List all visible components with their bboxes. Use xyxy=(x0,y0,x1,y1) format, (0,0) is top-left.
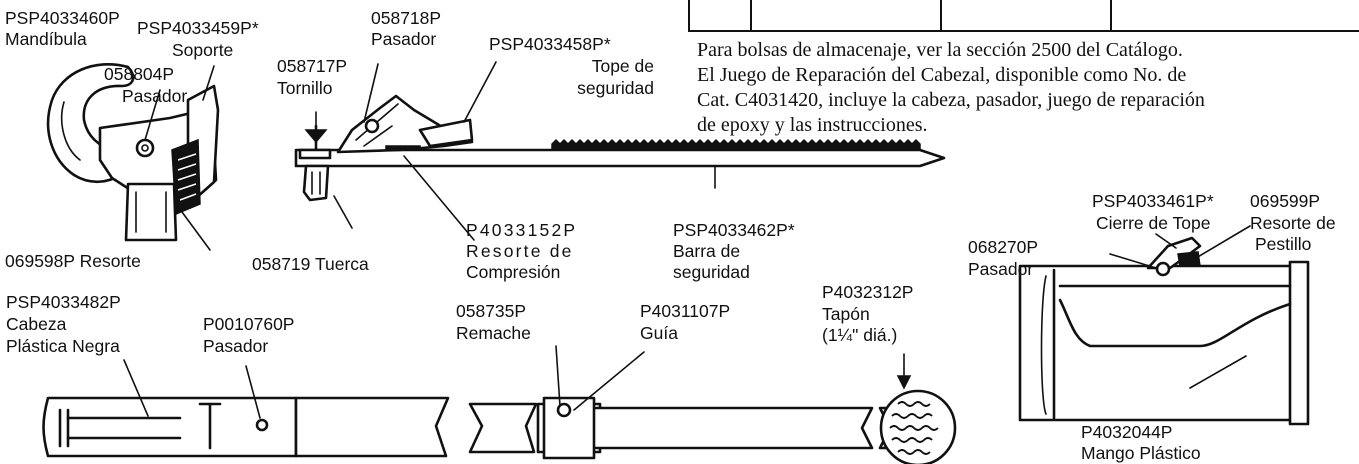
nut xyxy=(302,164,330,202)
label-tope-name-1: Tope de xyxy=(591,56,654,76)
label-barra-name-1: Barra de xyxy=(673,241,741,261)
bar-serrations xyxy=(551,138,921,151)
label-mandibula-number: PSP4033460P xyxy=(5,8,120,28)
parts-table-edge xyxy=(688,0,1359,32)
label-tope-name-2: seguridad xyxy=(577,78,654,98)
label-pasador-pole-name: Pasador xyxy=(203,336,269,356)
label-pasador-pole-number: P0010760P xyxy=(203,314,295,334)
label-mandibula-name: Mandíbula xyxy=(5,29,87,49)
label-mango-name: Mango Plástico xyxy=(1081,443,1201,463)
label-resorte-pestillo-name-1: Resorte de xyxy=(1250,213,1336,233)
label-tapon-number: P4032312P xyxy=(822,282,914,302)
jaw-fork xyxy=(124,182,178,242)
label-pasador-jaw-name: Pasador xyxy=(122,86,188,106)
label-remache-name: Remache xyxy=(456,323,531,343)
label-pasador-latch-number: 068270P xyxy=(968,237,1039,257)
label-remache-number: 058735P xyxy=(456,301,527,321)
label-pasador-latch-name: Pasador xyxy=(968,259,1034,279)
label-barra-name-2: seguridad xyxy=(673,262,750,282)
label-resorte-compresion-number: P4033152P xyxy=(466,220,578,240)
label-resorte-pestillo-number: 069599P xyxy=(1250,191,1321,211)
label-cierre-number: PSP4033461P* xyxy=(1092,191,1214,211)
label-guia-name: Guía xyxy=(640,323,678,343)
jaw-spring xyxy=(171,138,201,216)
label-cabeza-number: PSP4033482P xyxy=(6,292,121,312)
safety-bar xyxy=(294,148,946,168)
label-tuerca: 058719 Tuerca xyxy=(252,254,369,274)
label-soporte-number: PSP4033459P* xyxy=(137,18,259,38)
label-pasador-top-name: Pasador xyxy=(371,29,437,49)
jaw-assembly-drawing xyxy=(46,62,220,251)
catalog-notes: Para bolsas de almacenaje, ver la secció… xyxy=(697,38,1359,138)
guide xyxy=(542,396,596,460)
plastic-handle xyxy=(1018,264,1298,422)
handle-drawing xyxy=(1018,225,1310,426)
label-tornillo-name: Tornillo xyxy=(277,78,333,98)
label-pasador-jaw-number: 058804P xyxy=(104,64,175,84)
cap xyxy=(879,389,957,464)
label-resorte-compresion-name-1: Resorte de xyxy=(466,241,574,261)
note-line-3: Cat. C4031420, incluye la cabeza, pasado… xyxy=(697,89,1205,111)
plastic-head xyxy=(42,396,298,458)
label-resorte-jaw: 069598P Resorte xyxy=(5,251,141,271)
label-guia-number: P4031107P xyxy=(640,301,731,321)
table-cut-text xyxy=(698,8,1348,22)
note-line-2: El Juego de Reparación del Cabezal, disp… xyxy=(697,64,1187,86)
label-soporte-name: Soporte xyxy=(172,40,234,60)
label-pasador-top-number: 058718P xyxy=(371,8,442,28)
label-tapon-name-2: (1¼" diá.) xyxy=(822,325,898,345)
label-resorte-compresion-name-2: Compresión xyxy=(466,262,561,282)
label-barra-number: PSP4033462P* xyxy=(673,220,795,240)
safety-bar-drawing xyxy=(294,61,946,241)
label-resorte-pestillo-name-2: Pestillo xyxy=(1255,234,1312,254)
label-mango-number: P4032044P xyxy=(1081,422,1173,442)
note-line-1: Para bolsas de almacenaje, ver la secció… xyxy=(697,39,1183,61)
label-cabeza-name-1: Cabeza xyxy=(6,314,67,334)
jaw-pin xyxy=(135,138,155,158)
label-cabeza-name-2: Plástica Negra xyxy=(6,336,120,356)
label-cierre-name: Cierre de Tope xyxy=(1096,213,1211,233)
pole-drawing xyxy=(42,345,957,464)
note-line-4: de epoxy y las instrucciones. xyxy=(697,114,928,136)
label-tapon-name-1: Tapón xyxy=(822,304,870,324)
label-tornillo-number: 058717P xyxy=(277,56,348,76)
label-tope-number: PSP4033458P* xyxy=(489,34,611,54)
